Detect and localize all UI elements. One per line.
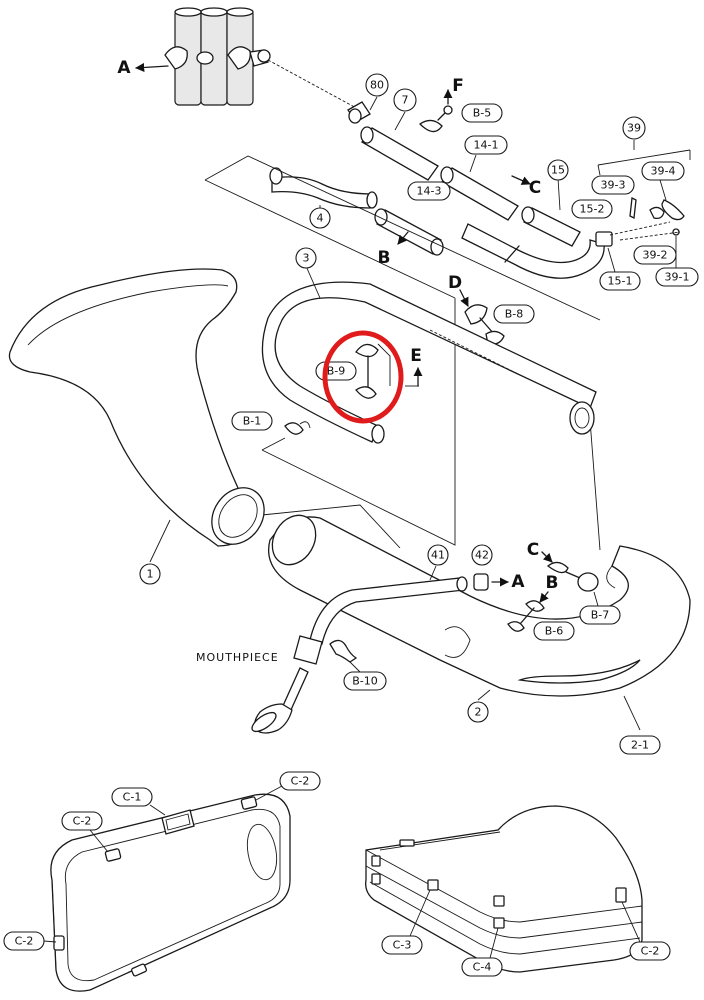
callout-39-4: 39-4 [641,161,685,181]
svg-text:1: 1 [147,568,154,581]
callout-14-3: 14-3 [407,181,451,201]
svg-text:41: 41 [431,549,445,562]
letter-b-low: B [546,573,559,593]
letter-b-top: B [378,248,391,268]
svg-text:C-2: C-2 [641,945,660,958]
part-b-7 [546,561,599,592]
svg-text:B-6: B-6 [545,625,564,638]
callout-b-1: B-1 [231,411,273,431]
part-b-1 [284,421,311,435]
letter-a-top: A [117,58,131,78]
svg-text:3: 3 [303,252,310,265]
svg-text:2: 2 [475,706,482,719]
svg-text:B-10: B-10 [352,675,378,688]
svg-text:B-1: B-1 [243,415,262,428]
svg-text:C-3: C-3 [393,939,412,952]
callout-c-2-d: C-2 [629,941,671,961]
svg-text:15-1: 15-1 [608,275,633,288]
svg-text:C-4: C-4 [473,961,492,974]
callout-39-1: 39-1 [655,267,699,287]
callout-c-4: C-4 [461,957,503,977]
bow-15 [461,177,613,279]
callout-c-1: C-1 [111,787,153,807]
callout-c-2-c: C-2 [3,931,45,951]
callout-3: 3 [295,247,317,269]
callout-39: 39 [622,116,646,140]
callout-15: 15 [547,159,569,181]
callout-b-8: B-8 [493,304,535,324]
callout-4: 4 [309,207,331,229]
letter-d: D [448,273,462,293]
letter-f: F [452,76,464,96]
tube-14-3 [374,208,444,256]
valve-block [164,7,361,111]
callout-b-5: B-5 [461,103,503,123]
part-b-9 [355,343,391,399]
svg-text:C-2: C-2 [73,815,92,828]
svg-text:B-7: B-7 [591,609,610,622]
letter-a-low: A [511,572,525,592]
svg-text:C-1: C-1 [123,791,142,804]
tube-4 [269,167,378,209]
svg-text:15-2: 15-2 [580,203,605,216]
svg-text:15: 15 [551,164,565,177]
letter-c-low: C [527,540,539,560]
svg-text:B-8: B-8 [505,308,524,321]
letter-c-top: C [529,178,541,198]
callout-80: 80 [365,73,389,97]
part-b-6 [507,600,545,632]
letter-e: E [410,346,422,366]
callout-41: 41 [427,544,449,566]
mouthpiece-label: MOUTHPIECE [196,651,279,664]
callout-c-3: C-3 [381,935,423,955]
callout-b-10: B-10 [343,671,387,691]
callout-1: 1 [139,563,161,585]
callout-b-7: B-7 [579,605,621,625]
svg-text:2-1: 2-1 [631,739,649,752]
callout-14-1: 14-1 [464,135,508,155]
svg-text:39-1: 39-1 [665,271,690,284]
tube-parts-top [347,101,519,221]
case-2 [365,805,643,973]
callout-42: 42 [471,544,493,566]
leadpipe-41 [293,576,468,665]
svg-text:80: 80 [370,79,384,92]
callout-39-3: 39-3 [591,175,635,195]
svg-text:C-2: C-2 [291,775,310,788]
part-b-10 [329,639,358,663]
callout-c-2-b: C-2 [279,771,321,791]
svg-text:39: 39 [627,122,641,135]
loop-3 [261,281,597,444]
assembly-guide-lines [204,155,601,551]
svg-text:14-3: 14-3 [417,185,442,198]
bow-2 [268,514,691,697]
svg-text:42: 42 [475,549,489,562]
callout-b-6: B-6 [533,621,575,641]
callout-15-2: 15-2 [571,199,613,219]
svg-text:14-1: 14-1 [474,139,499,152]
svg-text:B-9: B-9 [327,365,346,378]
callout-15-1: 15-1 [599,271,641,291]
callout-2: 2 [467,701,489,723]
svg-text:4: 4 [317,212,324,225]
svg-text:39-4: 39-4 [651,165,676,178]
part-42 [473,573,489,591]
svg-text:7: 7 [402,94,409,107]
svg-text:39-2: 39-2 [643,249,668,262]
case-1 [50,793,291,992]
assembly-39 [597,140,691,241]
mouthpiece [251,667,309,734]
callout-b-9: B-9 [315,361,357,381]
svg-text:39-3: 39-3 [601,179,626,192]
bell-1 [8,268,265,547]
callout-7: 7 [393,88,417,112]
callout-39-2: 39-2 [633,245,677,265]
svg-text:C-2: C-2 [15,935,34,948]
callout-2-1: 2-1 [619,735,661,755]
svg-text:B-5: B-5 [473,107,492,120]
highlight-circle [322,330,404,424]
callout-c-2-a: C-2 [61,811,103,831]
